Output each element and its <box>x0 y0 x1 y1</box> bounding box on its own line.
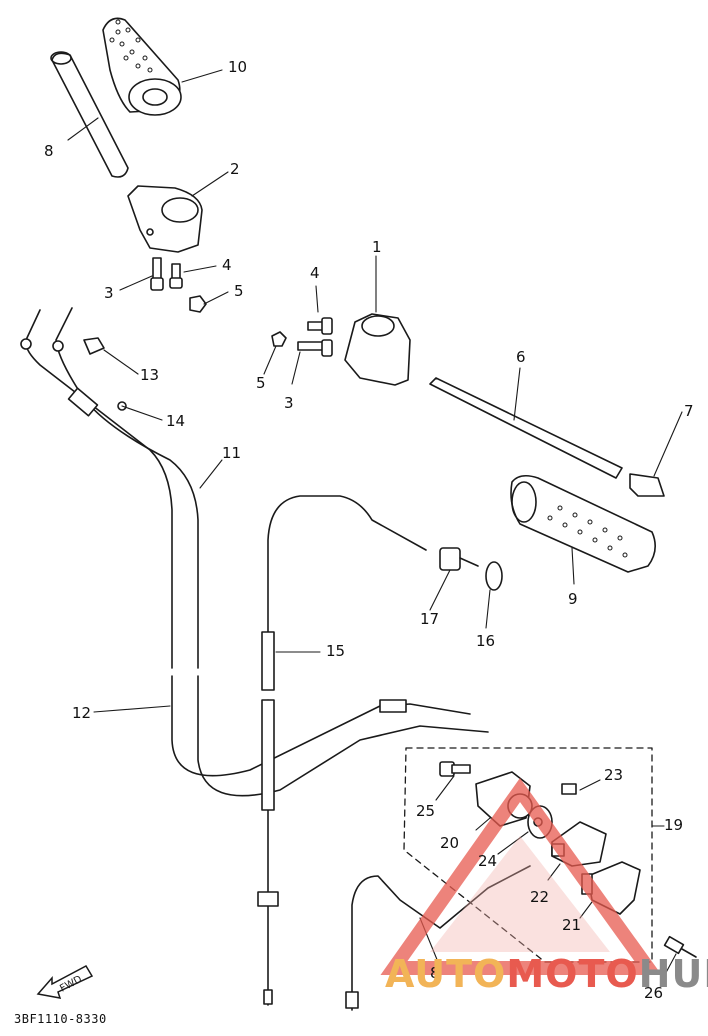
watermark-triangle <box>380 777 662 975</box>
screw-part-3-left <box>150 257 164 291</box>
callout-5-left: 5 <box>234 282 244 300</box>
screw-part-4-left <box>169 263 183 289</box>
callout-9: 9 <box>568 590 578 608</box>
callout-24: 24 <box>478 852 498 870</box>
callout-3-left: 3 <box>104 284 114 302</box>
bar-end-part-7 <box>629 473 665 497</box>
handlebar-part-6 <box>429 377 623 479</box>
callout-6: 6 <box>516 348 526 366</box>
automotohub-watermark-logo: AUTOMOTOHUB <box>385 952 708 996</box>
leader-lines <box>67 69 683 981</box>
throttle-housing-part-2 <box>127 185 203 253</box>
callout-8-bottom: 8 <box>430 964 440 982</box>
logo-hub: HUB <box>638 952 708 996</box>
callout-1: 1 <box>372 238 382 256</box>
throttle-grip-part-10 <box>102 17 182 116</box>
logo-auto: AUTO <box>385 952 507 996</box>
fwd-label: FWD <box>58 974 84 995</box>
callout-3-right: 3 <box>284 394 294 412</box>
locknut-part-16 <box>485 561 503 591</box>
callout-13: 13 <box>140 366 160 384</box>
callout-4-right: 4 <box>310 264 320 282</box>
callout-21: 21 <box>562 916 582 934</box>
cable-part-18 <box>345 865 531 1011</box>
logo-moto: MOTO <box>506 952 639 996</box>
handlebar-part-8 <box>50 51 129 178</box>
grip-part-9 <box>510 474 656 573</box>
callout-4-left: 4 <box>222 256 232 274</box>
callout-5-right: 5 <box>256 374 266 392</box>
callout-25: 25 <box>416 802 436 820</box>
callout-14: 14 <box>166 412 186 430</box>
callout-23: 23 <box>604 766 624 784</box>
screw-part-3-right <box>297 339 333 357</box>
throttle-cable-part-11 <box>20 307 199 669</box>
switch-housing-part-1 <box>344 313 411 386</box>
screw-part-4-right <box>307 317 333 335</box>
callout-11: 11 <box>222 444 242 462</box>
callout-22: 22 <box>530 888 550 906</box>
nut-part-5-right <box>271 331 287 347</box>
callout-15: 15 <box>326 642 346 660</box>
callout-8-top: 8 <box>44 142 54 160</box>
callout-2: 2 <box>230 160 240 178</box>
forward-arrow-icon: FWD <box>34 960 98 1000</box>
clutch-cable-part-15 <box>257 495 427 1006</box>
throttle-cable-part-12 <box>171 675 489 797</box>
callout-19: 19 <box>664 816 684 834</box>
clip-part-13 <box>83 337 105 355</box>
callout-20: 20 <box>440 834 460 852</box>
callout-17: 17 <box>420 610 440 628</box>
callout-12: 12 <box>72 704 92 722</box>
diagram-code: 3BF1110-8330 <box>14 1012 107 1026</box>
callout-7: 7 <box>684 402 694 420</box>
callout-16: 16 <box>476 632 496 650</box>
adjuster-part-17 <box>439 547 479 571</box>
callout-10: 10 <box>228 58 248 76</box>
callout-26: 26 <box>644 984 664 1002</box>
nut-part-5-left <box>189 295 207 313</box>
